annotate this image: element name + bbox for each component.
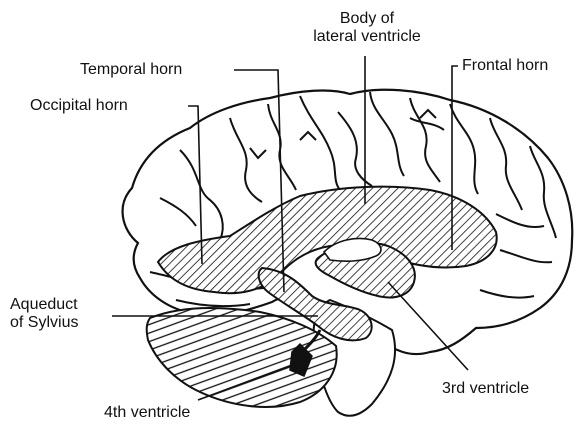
label-body-line1: Body of [284,10,450,28]
label-frontal-horn: Frontal horn [462,57,548,75]
label-aqueduct-line1: Aqueduct [10,296,78,314]
label-body-line2: lateral ventricle [284,28,450,46]
label-fourth-ventricle: 4th ventricle [104,404,190,422]
label-aqueduct-of-sylvius: Aqueduct of Sylvius [10,296,78,332]
label-occipital-horn: Occipital horn [30,97,128,115]
label-aqueduct-line2: of Sylvius [10,314,78,332]
label-third-ventricle: 3rd ventricle [442,380,529,398]
label-temporal-horn: Temporal horn [80,61,182,79]
label-body-of-lateral-ventricle: Body of lateral ventricle [284,10,450,46]
